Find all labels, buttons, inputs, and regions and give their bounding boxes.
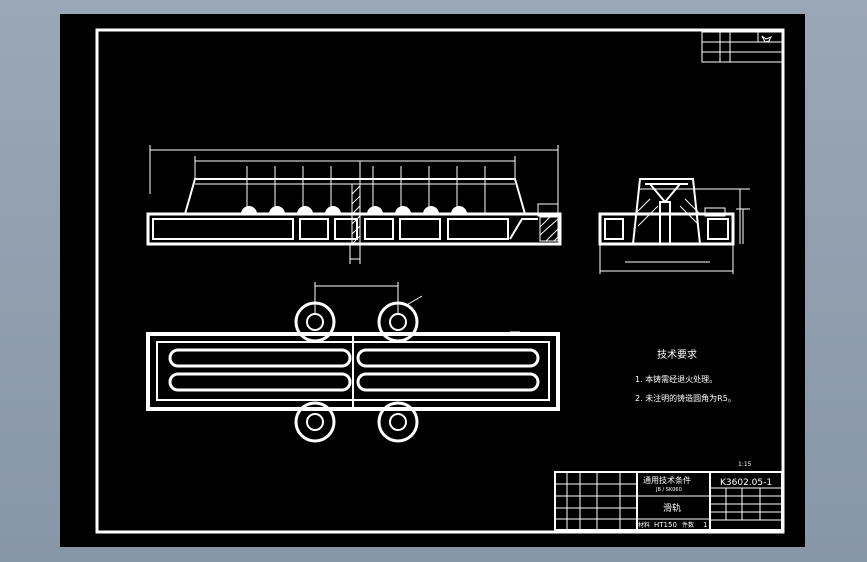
drawing-number: K3602.05-1 [720,478,772,488]
side-view [598,178,750,274]
outer-border [95,28,785,534]
drawing-sheet: 技术要求 1. 本铸需经退火处理。 2. 未注明的铸造圆角为R5。 1:15 通… [95,28,785,534]
cad-viewport: 技术要求 1. 本铸需经退火处理。 2. 未注明的铸造圆角为R5。 1:15 通… [60,14,805,547]
tech-req-item-2: 2. 未注明的铸造圆角为R5。 [635,393,736,403]
quantity-value: 1 [703,521,707,529]
tech-req-item-1: 1. 本铸需经退火处理。 [635,374,717,384]
scale-note: 1:15 [738,461,752,468]
part-name: 滑轨 [663,502,681,514]
title-block [554,471,783,531]
material-value: HT150 [654,521,677,529]
title-standard-line1: 通用技术条件 [643,475,691,485]
material-label: 材料 [638,521,650,529]
front-view [146,145,562,264]
corner-stamp [701,31,783,63]
top-view [146,282,560,443]
title-standard-line2: JB / SK060 [655,487,682,493]
quantity-label: 件数 [682,521,694,529]
tech-req-heading: 技术要求 [657,348,697,361]
